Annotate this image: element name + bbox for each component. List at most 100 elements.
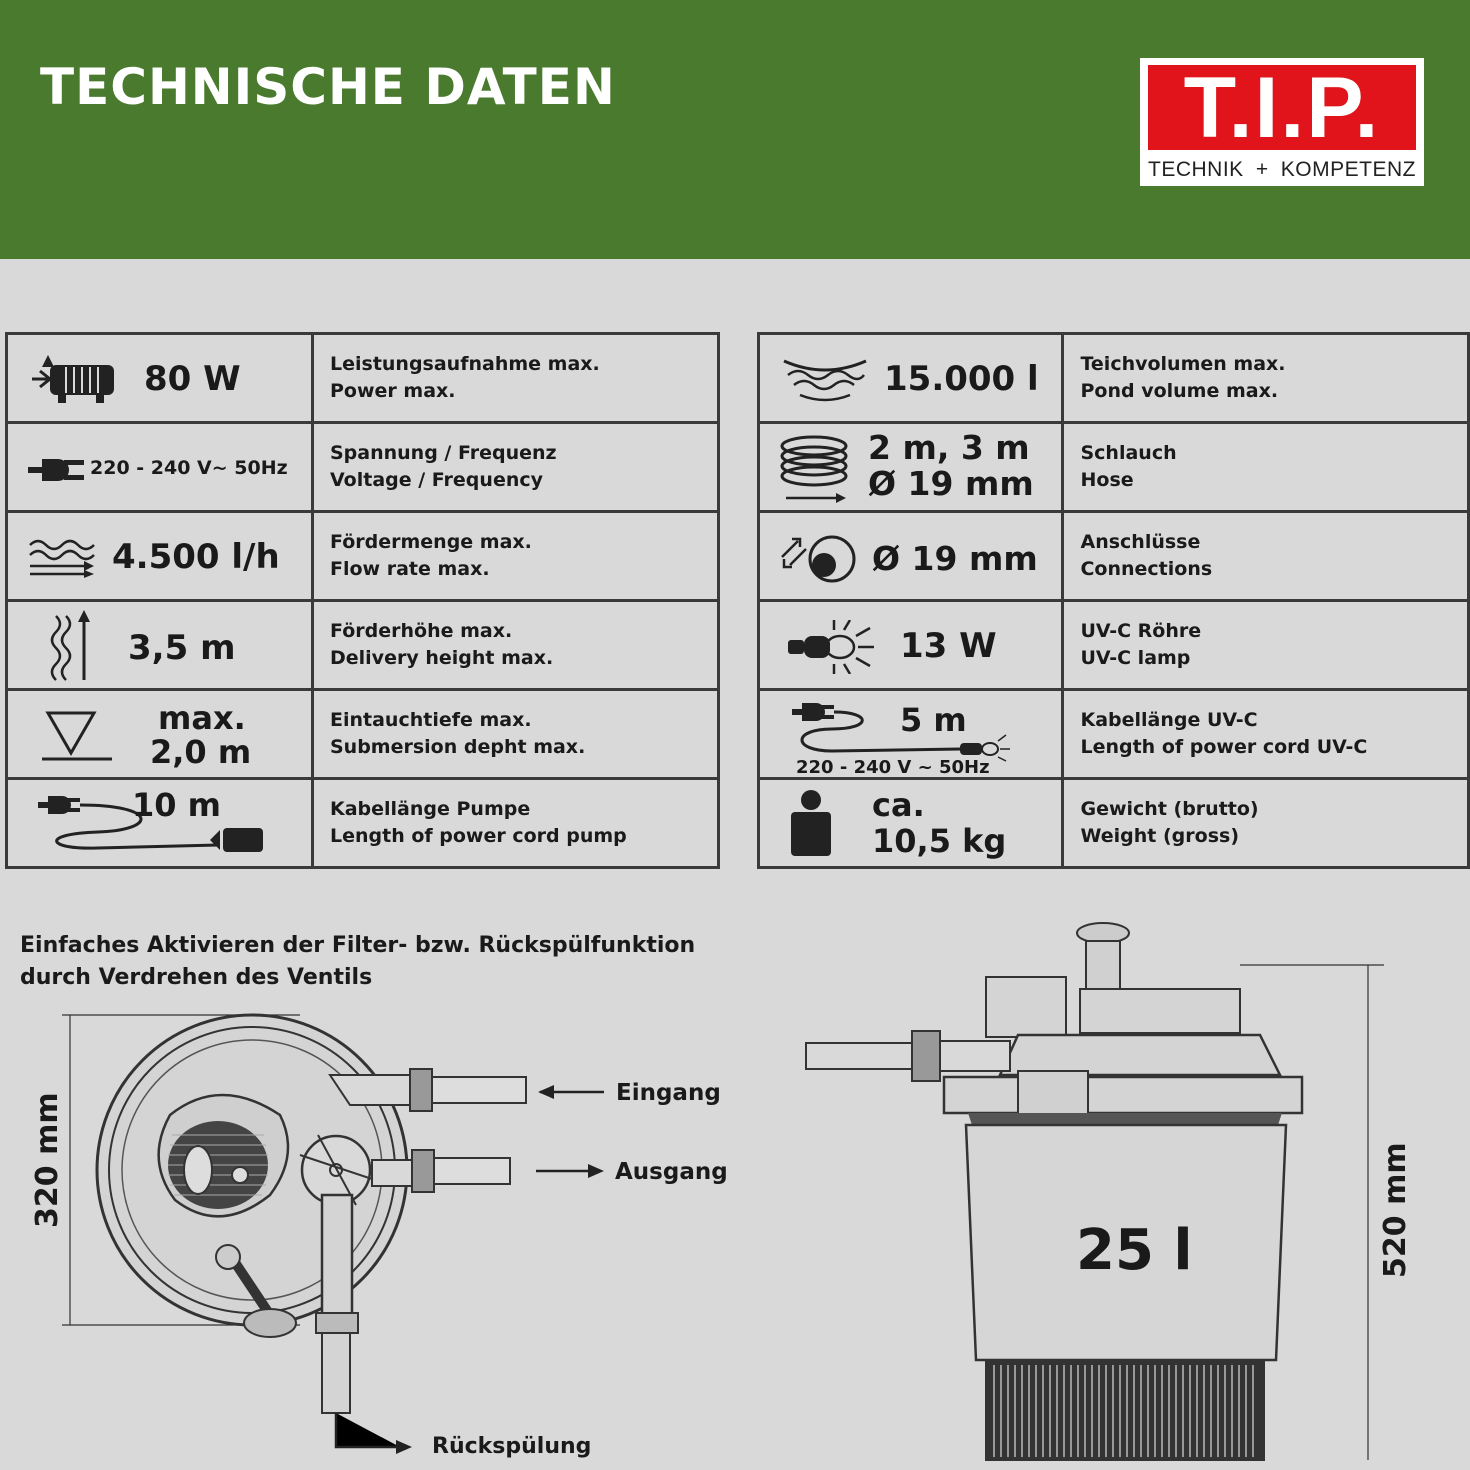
spec-description-cell: Schlauch Hose: [1061, 421, 1470, 513]
logo-wordmark: T.I.P.: [1183, 60, 1381, 156]
spec-description-cell: Förderhöhe max. Delivery height max.: [311, 599, 720, 691]
spec-label-en: Submersion depht max.: [330, 736, 586, 758]
spec-row: 5 m 220 - 240 V ~ 50Hz Kabellänge UV-C L…: [756, 688, 1470, 780]
dimension-label-side: 520 mm: [1378, 1142, 1413, 1278]
spec-label-en: Power max.: [330, 380, 456, 402]
uvc-lamp-icon: [788, 620, 874, 674]
spec-value: 5 m: [900, 701, 967, 739]
cord-pump-icon: [38, 796, 263, 852]
spec-row: 80 W Leistungsaufnahme max. Power max.: [5, 332, 720, 424]
spec-label-de: Spannung / Frequenz: [330, 442, 557, 464]
spec-label-en: UV-C lamp: [1080, 647, 1191, 669]
spec-value-cell: 220 - 240 V~ 50Hz: [5, 421, 314, 513]
outlet-label: Ausgang: [615, 1159, 728, 1185]
header-banner: TECHNISCHE DATEN T.I.P. TECHNIK + KOMPET…: [0, 0, 1470, 259]
spec-value: 4.500 l/h: [112, 537, 280, 577]
spec-description-cell: UV-C Röhre UV-C lamp: [1061, 599, 1470, 691]
weight-icon: [791, 790, 831, 856]
spec-value: Ø 19 mm: [872, 539, 1038, 578]
spec-value-line1: ca.: [872, 786, 925, 824]
spec-row: 15.000 l Teichvolumen max. Pond volume m…: [756, 332, 1470, 424]
spec-label-en: Connections: [1080, 558, 1213, 580]
spec-label-de: Kabellänge Pumpe: [330, 798, 531, 820]
brand-logo: T.I.P. TECHNIK + KOMPETENZ: [1140, 58, 1424, 186]
spec-value: 220 - 240 V~ 50Hz: [90, 457, 288, 479]
spec-description-cell: Anschlüsse Connections: [1061, 510, 1470, 602]
spec-row: 2 m, 3 m Ø 19 mm Schlauch Hose: [756, 421, 1470, 513]
hose-icon: [780, 435, 848, 503]
spec-row: 4.500 l/h Fördermenge max. Flow rate max…: [5, 510, 720, 602]
spec-label-de: Gewicht (brutto): [1080, 798, 1259, 820]
spec-value-sub: 220 - 240 V ~ 50Hz: [796, 757, 990, 778]
spec-value-line2: 2,0 m: [150, 733, 252, 771]
spec-label-de: Kabellänge UV-C: [1080, 709, 1258, 731]
spec-label-en: Pond volume max.: [1080, 380, 1279, 402]
spec-label-de: Eintauchtiefe max.: [330, 709, 532, 731]
spec-value-cell: 3,5 m: [5, 599, 314, 691]
logo-tagline: TECHNIK + KOMPETENZ: [1148, 158, 1416, 182]
spec-value-cell: Ø 19 mm: [756, 510, 1065, 602]
logo-tagline-left: TECHNIK: [1148, 158, 1244, 181]
spec-value-cell: 2 m, 3 m Ø 19 mm: [756, 421, 1065, 513]
diagram-caption: Einfaches Aktivieren der Filter- bzw. Rü…: [20, 930, 695, 994]
spec-description-cell: Kabellänge Pumpe Length of power cord pu…: [311, 777, 720, 869]
spec-description-cell: Fördermenge max. Flow rate max.: [311, 510, 720, 602]
spec-value-line1: 2 m, 3 m: [868, 428, 1030, 467]
spec-row: ca. 10,5 kg Gewicht (brutto) Weight (gro…: [756, 777, 1470, 869]
spec-label-en: Weight (gross): [1080, 825, 1239, 847]
spec-value-line1: max.: [158, 699, 246, 737]
spec-value-cell: max. 2,0 m: [5, 688, 314, 780]
diagram-caption-line2: durch Verdrehen des Ventils: [20, 965, 373, 990]
spec-description-cell: Kabellänge UV-C Length of power cord UV-…: [1061, 688, 1470, 780]
spec-label-en: Delivery height max.: [330, 647, 554, 669]
inlet-label: Eingang: [616, 1080, 721, 1106]
flow-icon: [29, 539, 95, 578]
spec-description-cell: Gewicht (brutto) Weight (gross): [1061, 777, 1470, 869]
cord-uvc-icon: [792, 703, 1010, 762]
diagram-caption-line1: Einfaches Aktivieren der Filter- bzw. Rü…: [20, 933, 696, 958]
spec-value: 13 W: [900, 626, 997, 666]
spec-label-en: Length of power cord pump: [330, 825, 627, 847]
spec-label-en: Voltage / Frequency: [330, 469, 543, 491]
connection-icon: [781, 535, 856, 583]
height-icon: [50, 610, 90, 681]
spec-label-de: Leistungsaufnahme max.: [330, 353, 600, 375]
spec-label-de: Förderhöhe max.: [330, 620, 513, 642]
spec-description-cell: Eintauchtiefe max. Submersion depht max.: [311, 688, 720, 780]
spec-value-line2: Ø 19 mm: [868, 464, 1034, 503]
spec-row: max. 2,0 m Eintauchtiefe max. Submersion…: [5, 688, 720, 780]
logo-tagline-right: KOMPETENZ: [1280, 158, 1416, 181]
spec-value-cell: 5 m 220 - 240 V ~ 50Hz: [756, 688, 1065, 780]
filter-top-view-drawing: [62, 1013, 604, 1454]
spec-description-cell: Teichvolumen max. Pond volume max.: [1061, 332, 1470, 424]
spec-table-right: 15.000 l Teichvolumen max. Pond volume m…: [756, 332, 1470, 869]
spec-value-cell: 15.000 l: [756, 332, 1065, 424]
spec-value: 3,5 m: [128, 628, 236, 668]
spec-description-cell: Leistungsaufnahme max. Power max.: [311, 332, 720, 424]
spec-label-de: Anschlüsse: [1080, 531, 1201, 553]
spec-description-cell: Spannung / Frequenz Voltage / Frequency: [311, 421, 720, 513]
page-title: TECHNISCHE DATEN: [40, 58, 616, 116]
spec-label-de: Schlauch: [1080, 442, 1177, 464]
spec-value: 80 W: [144, 359, 241, 399]
spec-row: 10 m Kabellänge Pumpe Length of power co…: [5, 777, 720, 869]
spec-label-en: Flow rate max.: [330, 558, 490, 580]
spec-label-en: Length of power cord UV-C: [1080, 736, 1368, 758]
spec-row: 220 - 240 V~ 50Hz Spannung / Frequenz Vo…: [5, 421, 720, 513]
volume-label: 25 l: [1076, 1218, 1193, 1283]
spec-value-cell: 80 W: [5, 332, 314, 424]
spec-value: 10 m: [132, 786, 222, 824]
spec-row: 3,5 m Förderhöhe max. Delivery height ma…: [5, 599, 720, 691]
spec-value-cell: 4.500 l/h: [5, 510, 314, 602]
spec-value-line2: 10,5 kg: [872, 822, 1007, 860]
pump-icon: [32, 355, 114, 403]
logo-tagline-plus: +: [1255, 158, 1269, 181]
spec-row: 13 W UV-C Röhre UV-C lamp: [756, 599, 1470, 691]
spec-table-left: 80 W Leistungsaufnahme max. Power max. 2…: [5, 332, 720, 869]
dimension-label-top: 320 mm: [30, 1092, 65, 1228]
backwash-label: Rückspülung: [432, 1434, 592, 1459]
logo-red-panel: T.I.P.: [1148, 60, 1416, 156]
depth-icon: [42, 711, 112, 761]
spec-label-en: Hose: [1080, 469, 1134, 491]
spec-value: 15.000 l: [884, 359, 1039, 399]
